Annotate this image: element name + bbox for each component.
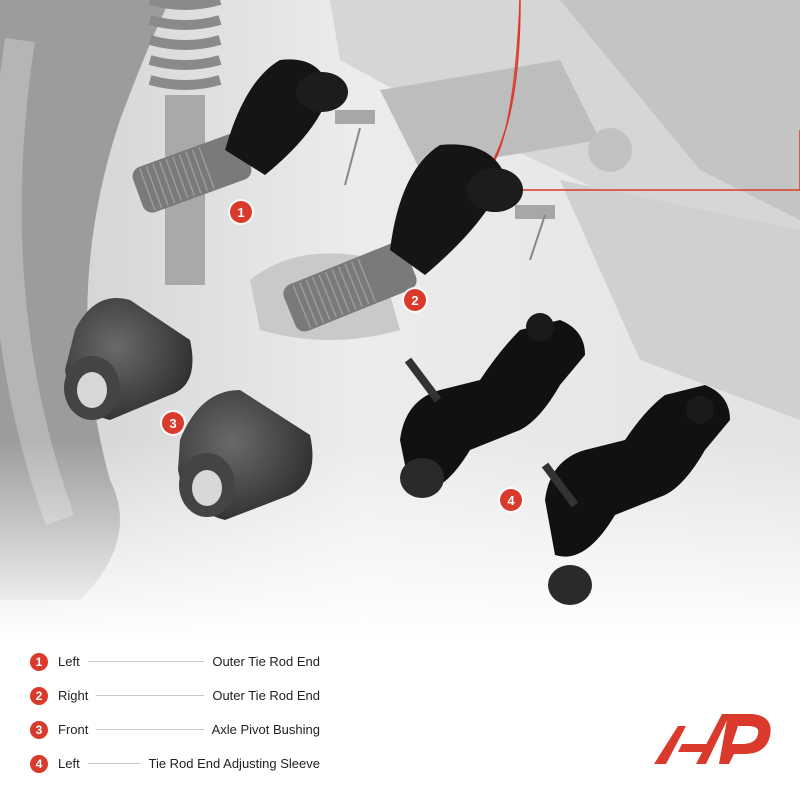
legend-row: 3 Front Axle Pivot Bushing xyxy=(30,718,320,741)
parts-legend: 1 Left Outer Tie Rod End 2 Right Outer T… xyxy=(30,650,320,786)
legend-side-label: Right xyxy=(58,688,89,703)
callout-badge-3: 3 xyxy=(162,412,184,434)
callout-badge-1: 1 xyxy=(230,201,252,223)
suspension-background-illustration xyxy=(0,0,800,640)
product-photo: 1 2 3 4 xyxy=(0,0,800,640)
legend-row: 4 Left Tie Rod End Adjusting Sleeve xyxy=(30,752,320,775)
legend-divider xyxy=(96,695,205,696)
callout-badge-4: 4 xyxy=(500,489,522,511)
a-premium-logo-icon xyxy=(652,710,774,766)
legend-part-label: Outer Tie Rod End xyxy=(212,654,320,669)
legend-divider xyxy=(87,763,141,764)
legend-number-badge: 2 xyxy=(30,686,48,705)
legend-number-badge: 3 xyxy=(30,720,48,739)
legend-number-badge: 4 xyxy=(30,754,48,773)
legend-part-label: Tie Rod End Adjusting Sleeve xyxy=(148,756,320,771)
legend-divider xyxy=(96,729,204,730)
legend-divider xyxy=(87,661,205,662)
legend-row: 2 Right Outer Tie Rod End xyxy=(30,684,320,707)
legend-part-label: Outer Tie Rod End xyxy=(212,688,320,703)
left-outer-tie-rod-end-image xyxy=(132,59,375,213)
legend-number-badge: 1 xyxy=(30,652,48,671)
right-outer-tie-rod-end-image xyxy=(283,144,555,332)
legend-side-label: Left xyxy=(58,756,80,771)
legend-side-label: Front xyxy=(58,722,89,737)
tie-rod-end-adjusting-sleeve-image xyxy=(400,313,730,605)
axle-pivot-bushing-image xyxy=(64,298,313,520)
legend-row: 1 Left Outer Tie Rod End xyxy=(30,650,320,673)
legend-part-label: Axle Pivot Bushing xyxy=(211,722,320,737)
callout-badge-2: 2 xyxy=(404,289,426,311)
legend-side-label: Left xyxy=(58,654,80,669)
